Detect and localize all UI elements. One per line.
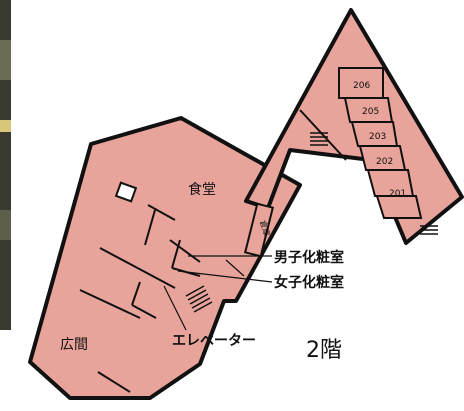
- balcony-box: [114, 181, 138, 203]
- callout-lines: [163, 255, 273, 331]
- interior-walls: [79, 109, 347, 393]
- elevator-label: エレベーター: [172, 333, 256, 349]
- room-206: 206: [353, 81, 370, 91]
- room-205: 205: [362, 107, 379, 117]
- room-203: 203: [369, 132, 386, 142]
- womens-restroom-label: 女子化粧室: [274, 274, 344, 291]
- stairs-icon-3: [420, 225, 438, 235]
- lobby-label: 広間: [60, 337, 88, 353]
- storage-label: 倉庫: [258, 219, 272, 237]
- room-202: 202: [376, 157, 393, 167]
- mens-restroom-label: 男子化粧室: [274, 249, 344, 266]
- floor-left-wing: [28, 116, 302, 400]
- storage-room: [243, 202, 275, 258]
- guest-room-grid: [338, 67, 423, 219]
- floor-label: 2階: [306, 338, 342, 363]
- stairs-icon-2: [185, 285, 213, 313]
- dining-label: 食堂: [188, 181, 216, 198]
- stairs-icon: [310, 132, 328, 146]
- background-photo: [0, 0, 11, 330]
- room-201: 201: [389, 189, 406, 199]
